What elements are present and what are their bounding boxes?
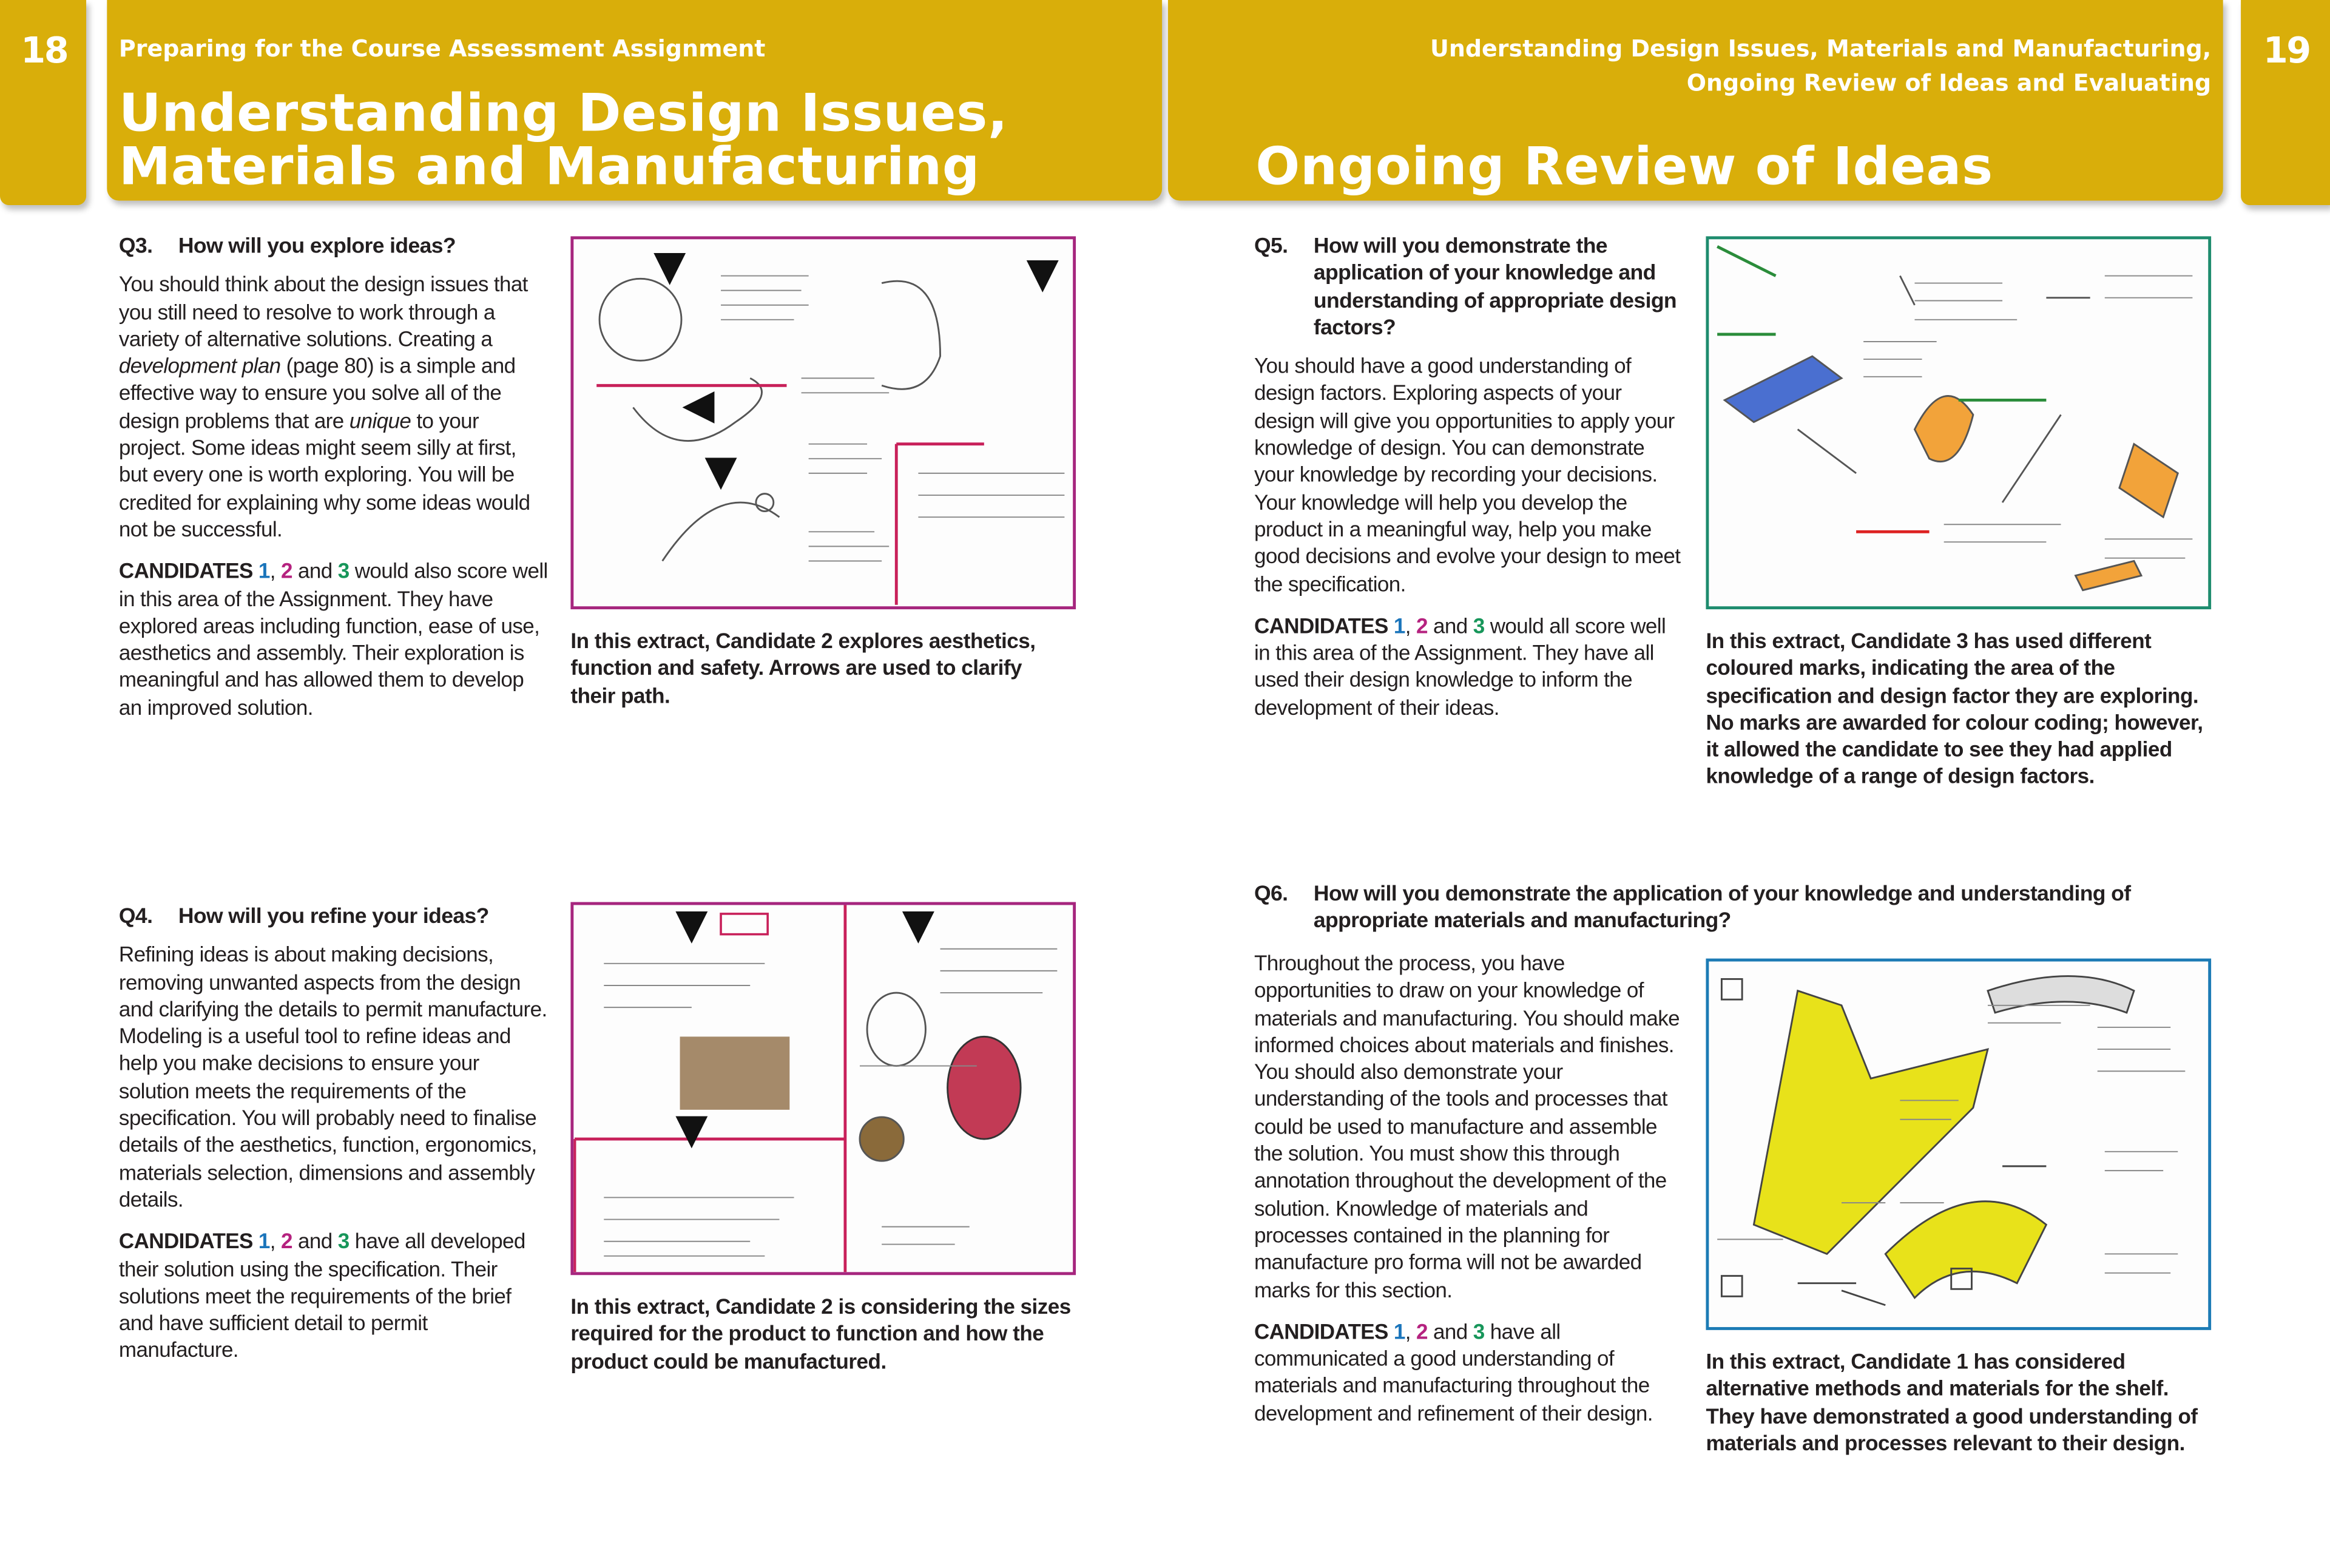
caption-q4: In this extract, Candidate 2 is consider…	[570, 1296, 1071, 1374]
page-title: Ongoing Review of Ideas	[1255, 138, 1993, 198]
page-title-line2: Materials and Manufacturing	[118, 138, 980, 198]
q5-candidates: CANDIDATES 1, 2 and 3 would all score we…	[1254, 613, 1682, 722]
text: would also score well in this area of th…	[118, 560, 548, 721]
question-text: How will you explore ideas?	[178, 234, 456, 259]
sep: ,	[1405, 1320, 1417, 1345]
text: would all score well in this area of the…	[1254, 615, 1666, 721]
sketch-image-candidate3-colour-coded	[1706, 236, 2212, 610]
candidate-2: 2	[1416, 615, 1428, 639]
candidate-1: 1	[1393, 615, 1405, 639]
caption-q6: In this extract, Candidate 1 has conside…	[1706, 1351, 2198, 1456]
page-number-tab-left: 18	[0, 0, 87, 205]
text: You should think about the design issues…	[118, 274, 528, 353]
question-text: How will you demonstrate the application…	[1313, 882, 2131, 934]
q3-heading: Q3. How will you explore ideas?	[119, 233, 550, 260]
sketch-image-candidate2-explore	[570, 236, 1076, 610]
sketch-image-candidate2-refine	[570, 902, 1076, 1276]
q6-section: Throughout the process, you have opportu…	[1254, 951, 1682, 1443]
q5-section: Q5. How will you demonstrate the applicat…	[1254, 233, 1682, 737]
text: have all developed their solution using …	[118, 1231, 525, 1364]
and: and	[292, 1231, 338, 1255]
question-number: Q6.	[1254, 882, 1288, 907]
question-number: Q3.	[118, 234, 153, 259]
and: and	[1427, 1320, 1473, 1345]
question-number: Q5.	[1254, 234, 1288, 259]
candidate-2: 2	[1416, 1320, 1428, 1345]
question-number: Q4.	[118, 905, 153, 929]
and: and	[292, 560, 338, 585]
header-band-left: Preparing for the Course Assessment Assi…	[107, 0, 1163, 201]
candidate-1: 1	[258, 1231, 270, 1255]
text: (page 80) is a simple and effective way …	[118, 355, 516, 434]
q4-heading: Q4. How will you refine your ideas?	[119, 904, 550, 931]
sep: ,	[269, 1231, 282, 1255]
text: have all communicated a good understandi…	[1254, 1320, 1653, 1427]
candidates-label: CANDIDATES	[118, 560, 253, 585]
candidate-2: 2	[281, 1231, 292, 1255]
question-text: How will you demonstrate the application…	[1313, 234, 1677, 340]
section-subtitle: Understanding Design Issues, Materials a…	[1430, 33, 2211, 101]
page-title-line1: Understanding Design Issues,	[118, 84, 1008, 144]
candidate-3: 3	[337, 560, 350, 585]
q6-candidates: CANDIDATES 1, 2 and 3 have all communica…	[1254, 1319, 1682, 1428]
sketch-image-candidate1-materials	[1706, 958, 2212, 1330]
candidates-label: CANDIDATES	[1254, 1320, 1388, 1345]
sep: ,	[1405, 615, 1417, 639]
text: to your project. Some ideas might seem s…	[118, 410, 530, 542]
q3-section: Q3. How will you explore ideas? You shoul…	[119, 233, 550, 737]
header-band-right: Understanding Design Issues, Materials a…	[1167, 0, 2223, 201]
emphasis: unique	[349, 410, 411, 434]
q6-heading-wrap: Q6. How will you demonstrate the applicat…	[1254, 881, 2220, 947]
q3-body: You should think about the design issues…	[119, 272, 550, 544]
q5-body: You should have a good understanding of …	[1254, 355, 1681, 597]
q4-body: Refining ideas is about making decisions…	[118, 944, 547, 1213]
sep: ,	[269, 560, 282, 585]
page-number-tab-right: 19	[2241, 0, 2330, 205]
q6-heading: Q6. How will you demonstrate the applicat…	[1254, 881, 2220, 936]
page-number: 18	[21, 29, 69, 72]
caption-q5: In this extract, Candidate 3 has used di…	[1706, 630, 2203, 790]
candidate-3: 3	[1473, 615, 1485, 639]
and: and	[1427, 615, 1473, 639]
page-number: 19	[2263, 29, 2311, 72]
caption-q3: In this extract, Candidate 2 explores ae…	[570, 630, 1036, 709]
emphasis: development plan	[118, 355, 281, 379]
q4-candidates: CANDIDATES 1, 2 and 3 have all developed…	[119, 1229, 550, 1365]
candidate-3: 3	[1473, 1320, 1485, 1345]
candidates-label: CANDIDATES	[1254, 615, 1388, 639]
candidate-3: 3	[337, 1231, 350, 1255]
q6-body: Throughout the process, you have opportu…	[1254, 952, 1680, 1303]
question-text: How will you refine your ideas?	[178, 905, 489, 929]
q3-candidates: CANDIDATES 1, 2 and 3 would also score w…	[119, 559, 550, 722]
candidate-1: 1	[258, 560, 270, 585]
candidate-2: 2	[281, 560, 292, 585]
q5-heading: Q5. How will you demonstrate the applicat…	[1254, 233, 1682, 342]
candidate-1: 1	[1393, 1320, 1405, 1345]
candidates-label: CANDIDATES	[118, 1231, 253, 1255]
section-subtitle: Preparing for the Course Assessment Assi…	[118, 35, 766, 63]
section-subtitle-line2: Ongoing Review of Ideas and Evaluating	[1686, 70, 2212, 97]
q4-section: Q4. How will you refine your ideas? Refin…	[119, 904, 550, 1380]
section-subtitle-line1: Understanding Design Issues, Materials a…	[1430, 35, 2212, 63]
